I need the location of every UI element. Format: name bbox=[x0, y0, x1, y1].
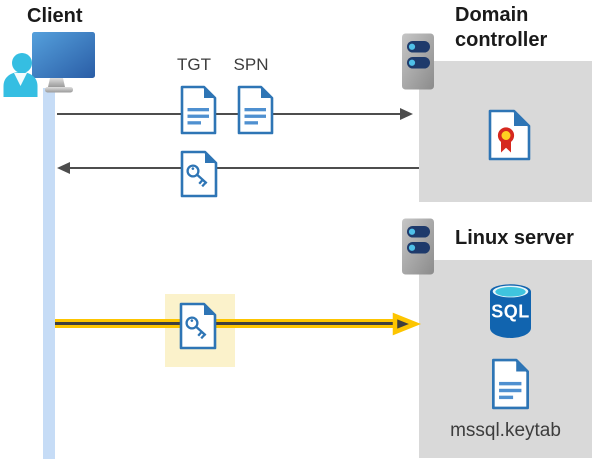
keytab-label: mssql.keytab bbox=[450, 420, 561, 441]
ticket-response-arrowhead-icon bbox=[57, 162, 70, 174]
tgt-label: TGT bbox=[177, 55, 211, 74]
spn-label: SPN bbox=[233, 55, 269, 74]
linux-server-label: Linux server bbox=[455, 227, 574, 249]
tgt-request-arrowhead-icon bbox=[400, 108, 413, 120]
client-computer-icon bbox=[3, 32, 95, 97]
tgt-request-arrow-line bbox=[57, 113, 401, 115]
kerberos-auth-arrowhead-icon bbox=[392, 312, 422, 335]
ticket-response-arrow-line bbox=[69, 167, 419, 169]
keytab-document-icon bbox=[489, 358, 532, 410]
kerberos-auth-arrow-core bbox=[55, 322, 396, 325]
domain-controller-server-icon bbox=[401, 33, 437, 90]
client-label: Client bbox=[27, 5, 83, 27]
sql-database-icon: SQL bbox=[490, 284, 531, 338]
linux-server-icon bbox=[401, 218, 437, 275]
certificate-icon bbox=[488, 109, 531, 161]
sql-icon-label: SQL bbox=[491, 302, 530, 322]
client-lifeline bbox=[43, 88, 55, 459]
tgt-document-icon bbox=[179, 85, 218, 135]
auth-key-document-icon bbox=[178, 302, 218, 350]
domain-controller-label: Domain controller bbox=[455, 4, 548, 51]
spn-document-icon bbox=[236, 85, 275, 135]
ticket-key-document-icon bbox=[179, 150, 219, 198]
